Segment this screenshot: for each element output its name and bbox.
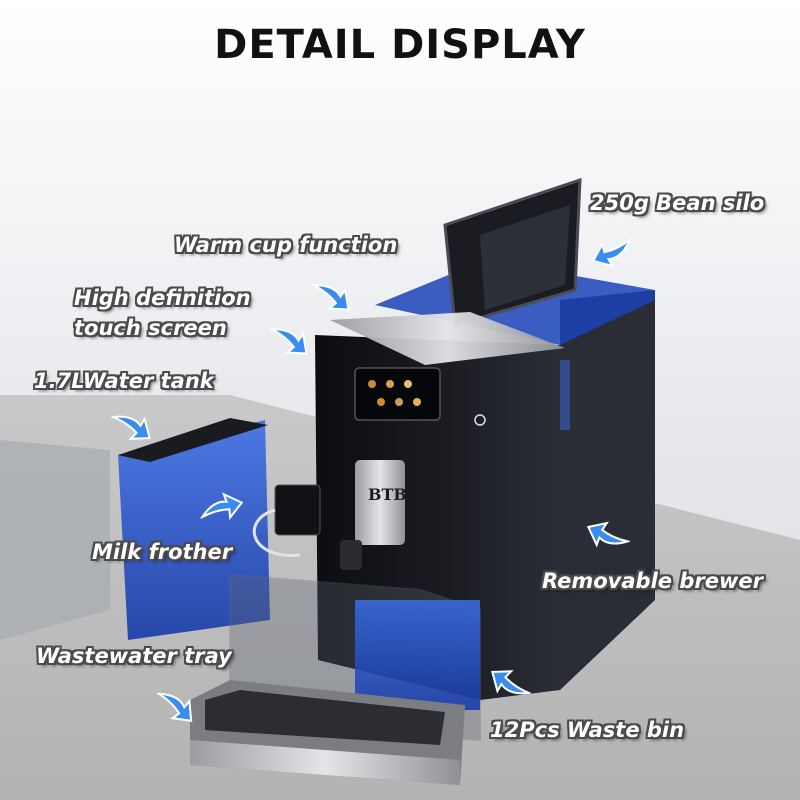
label-water-tank: 1.7LWater tank (34, 369, 214, 393)
label-milk-frother: Milk frother (92, 540, 233, 564)
silo-lid-inner (480, 205, 570, 310)
milk-frother-unit (274, 484, 321, 536)
arrow-icon (491, 670, 533, 695)
label-wastewater-tray: Wastewater tray (36, 644, 232, 668)
milk-tube (252, 508, 301, 557)
dispenser-nozzle (340, 540, 362, 570)
screen-icon (377, 398, 385, 406)
arrow-icon (199, 492, 244, 521)
screen-icon (413, 398, 421, 406)
screen-icon (395, 398, 403, 406)
screen-icon (386, 380, 394, 388)
label-warm-cup: Warm cup function (174, 233, 398, 257)
screen-icon (368, 380, 376, 388)
label-touch-screen-1: High definition (74, 286, 251, 310)
arrow-icon (310, 284, 350, 311)
arrow-icon (591, 236, 633, 268)
coffee-dispenser (355, 460, 405, 545)
touch-screen (354, 367, 441, 421)
water-tank (118, 420, 270, 640)
power-icon (474, 414, 486, 426)
arrow-icon (109, 415, 151, 440)
brand-logo: BTB (368, 485, 407, 504)
label-touch-screen-2: touch screen (74, 316, 227, 340)
drip-tray-front (190, 740, 460, 785)
page-title: DETAIL DISPLAY (214, 22, 586, 68)
sink (0, 440, 110, 640)
screen-icon (404, 380, 412, 388)
label-bean-silo: 250g Bean silo (590, 191, 765, 215)
label-waste-bin: 12Pcs Waste bin (490, 718, 685, 742)
arrow-icon (155, 692, 193, 722)
warm-cup-plate (330, 312, 565, 365)
arrow-icon (268, 328, 308, 355)
arrow-icon (586, 521, 632, 548)
machine-side-panel (560, 290, 655, 690)
water-tank-lid (118, 418, 268, 462)
waste-bin-blue (355, 600, 480, 710)
label-removable-brewer: Removable brewer (542, 569, 763, 593)
drip-grill (205, 690, 445, 745)
